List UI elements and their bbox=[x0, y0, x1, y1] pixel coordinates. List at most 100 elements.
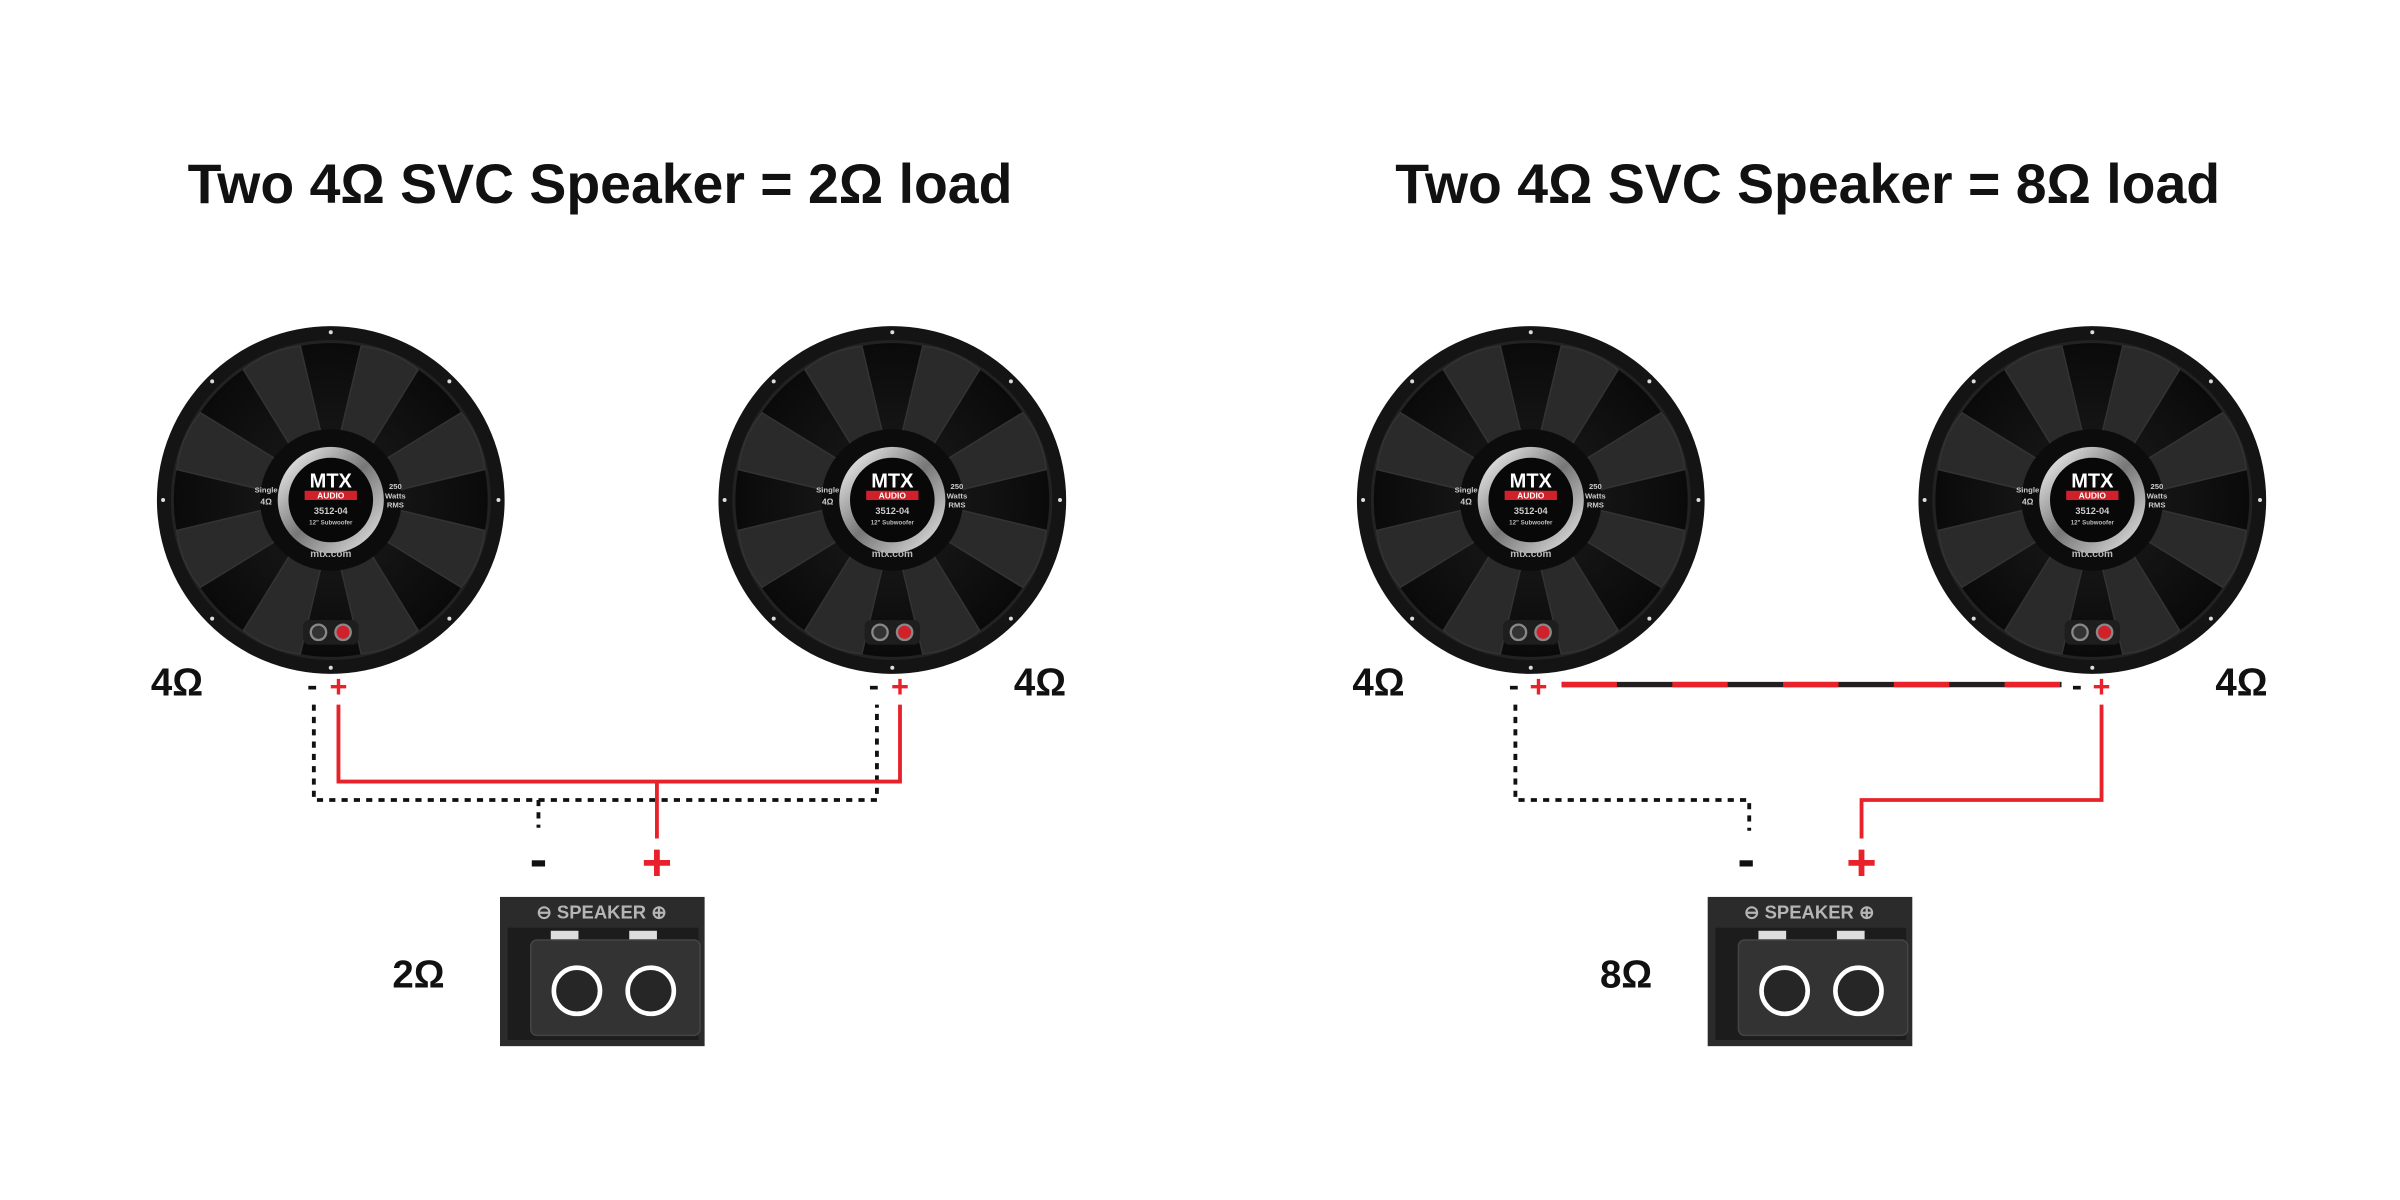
speaker-2-negative: - bbox=[869, 667, 879, 702]
positive-input-icon bbox=[1833, 965, 1884, 1017]
speaker-3-positive: + bbox=[1529, 669, 1547, 704]
logo-url: mtx.com bbox=[872, 549, 913, 560]
logo-url: mtx.com bbox=[310, 549, 351, 560]
mounting-hole-icon bbox=[210, 616, 215, 621]
svg-text:⊖ SPEAKER ⊕: ⊖ SPEAKER ⊕ bbox=[1744, 901, 1874, 922]
amp-terminal-left: ⊖ SPEAKER ⊕ bbox=[500, 896, 705, 1047]
logo-coil-2: 4Ω bbox=[1460, 497, 1472, 507]
amp-negative-marker: - bbox=[1737, 831, 1754, 889]
mounting-hole-icon bbox=[447, 379, 452, 384]
amp-pos-symbol: ⊕ bbox=[651, 901, 666, 922]
speaker-4-negative: - bbox=[2072, 667, 2082, 702]
speaker-spoke bbox=[2101, 345, 2181, 445]
speaker-spoke bbox=[1442, 345, 1522, 445]
speaker-4-positive: + bbox=[2093, 669, 2111, 704]
logo-power-3: RMS bbox=[1587, 501, 1604, 510]
logo-coil-1: Single bbox=[255, 485, 279, 494]
speaker-spoke bbox=[2003, 555, 2083, 655]
mounting-hole-icon bbox=[1008, 616, 1013, 621]
negative-wire bbox=[1513, 704, 1752, 831]
speaker-3-negative: - bbox=[1509, 667, 1519, 702]
mounting-hole-icon bbox=[210, 379, 215, 384]
speaker-spoke bbox=[340, 345, 420, 445]
mounting-hole-icon bbox=[890, 665, 895, 670]
speaker-spoke bbox=[803, 345, 883, 445]
svg-text:⊖ SPEAKER ⊕: ⊖ SPEAKER ⊕ bbox=[536, 901, 666, 922]
speaker-spoke bbox=[385, 509, 486, 589]
mounting-hole-icon bbox=[1058, 498, 1062, 502]
mounting-hole-icon bbox=[2090, 330, 2095, 335]
speaker-spoke bbox=[176, 411, 276, 491]
mounting-hole-icon bbox=[771, 616, 776, 621]
logo-coil-1: Single bbox=[1455, 485, 1479, 494]
speaker-spoke bbox=[947, 509, 1048, 589]
logo-coil-1: Single bbox=[816, 485, 840, 494]
logo-power-2: Watts bbox=[947, 491, 968, 500]
mounting-hole-icon bbox=[1528, 665, 1533, 670]
negative-input-icon bbox=[1759, 965, 1811, 1017]
speaker-spoke bbox=[947, 411, 1048, 491]
speaker-spoke bbox=[1442, 555, 1522, 655]
negative-terminal-icon bbox=[871, 623, 889, 642]
parallel-diagram: Two 4Ω SVC Speaker = 2Ω load 4Ω 4Ω - + -… bbox=[151, 153, 1066, 997]
mounting-hole-icon bbox=[2208, 616, 2213, 621]
positive-terminal-icon bbox=[334, 623, 352, 642]
speaker-spoke bbox=[901, 555, 981, 655]
load-impedance: 8Ω bbox=[1600, 954, 1652, 997]
speaker-spoke bbox=[1540, 345, 1620, 445]
load-impedance: 2Ω bbox=[392, 954, 444, 997]
mounting-hole-icon bbox=[2090, 665, 2095, 670]
amp-negative-marker: - bbox=[530, 831, 547, 889]
mounting-hole-icon bbox=[447, 616, 452, 621]
speaker-spoke bbox=[1540, 555, 1620, 655]
amp-pos-symbol: ⊕ bbox=[1859, 901, 1874, 922]
logo-coil-1: Single bbox=[2016, 485, 2040, 494]
logo-brand: MTX bbox=[2071, 471, 2114, 493]
speaker-spoke bbox=[242, 345, 322, 445]
speaker-spoke bbox=[2003, 345, 2083, 445]
diagram-title: Two 4Ω SVC Speaker = 8Ω load bbox=[1395, 153, 2220, 215]
negative-input-icon bbox=[551, 965, 603, 1017]
positive-wire bbox=[336, 704, 902, 839]
logo-model: 3512-04 bbox=[1514, 506, 1549, 516]
amp-neg-symbol: ⊖ bbox=[1744, 901, 1759, 922]
logo-model: 3512-04 bbox=[314, 506, 349, 516]
logo-power-2: Watts bbox=[1585, 491, 1606, 500]
negative-terminal-icon bbox=[1509, 623, 1528, 642]
speaker-spoke bbox=[737, 509, 838, 589]
mounting-hole-icon bbox=[1922, 498, 1927, 502]
speaker-spoke bbox=[1585, 411, 1686, 491]
negative-wire bbox=[311, 704, 879, 828]
positive-terminal-icon bbox=[895, 623, 914, 642]
mounting-hole-icon bbox=[1971, 379, 1976, 384]
amp-neg-symbol: ⊖ bbox=[536, 901, 551, 922]
mounting-hole-icon bbox=[1361, 498, 1366, 502]
mounting-hole-icon bbox=[1647, 616, 1652, 621]
speaker-spoke bbox=[176, 509, 276, 589]
logo-power-3: RMS bbox=[387, 501, 404, 510]
positive-wire bbox=[1859, 704, 2104, 839]
speaker-spoke bbox=[340, 555, 420, 655]
speaker-spoke bbox=[1585, 509, 1686, 589]
logo-power-2: Watts bbox=[2147, 491, 2168, 500]
logo-url: mtx.com bbox=[2072, 549, 2113, 560]
mounting-hole-icon bbox=[1410, 379, 1415, 384]
diagram-title: Two 4Ω SVC Speaker = 2Ω load bbox=[188, 153, 1013, 215]
speaker-spoke bbox=[2147, 509, 2248, 589]
logo-desc: 12" Subwoofer bbox=[871, 520, 915, 527]
speaker-2-impedance: 4Ω bbox=[1014, 661, 1066, 704]
positive-terminal-icon bbox=[2095, 623, 2114, 642]
speaker-spoke bbox=[385, 411, 486, 491]
logo-coil-2: 4Ω bbox=[260, 497, 272, 507]
speaker-spoke bbox=[2147, 411, 2248, 491]
logo-brand: MTX bbox=[1510, 471, 1553, 493]
amp-terminal-right: ⊖ SPEAKER ⊕ bbox=[1707, 896, 1913, 1047]
speaker-1: MTX AUDIO 3512-04 12" Subwoofer Single 4… bbox=[156, 326, 505, 674]
speaker-3: MTX AUDIO 3512-04 12" Subwoofer Single 4… bbox=[1356, 326, 1705, 674]
mounting-hole-icon bbox=[1410, 616, 1415, 621]
speaker-4: MTX AUDIO 3512-04 12" Subwoofer Single 4… bbox=[1918, 326, 2267, 674]
speaker-4-impedance: 4Ω bbox=[2215, 661, 2267, 704]
logo-brand: MTX bbox=[310, 471, 353, 493]
speaker-1-impedance: 4Ω bbox=[151, 661, 203, 704]
